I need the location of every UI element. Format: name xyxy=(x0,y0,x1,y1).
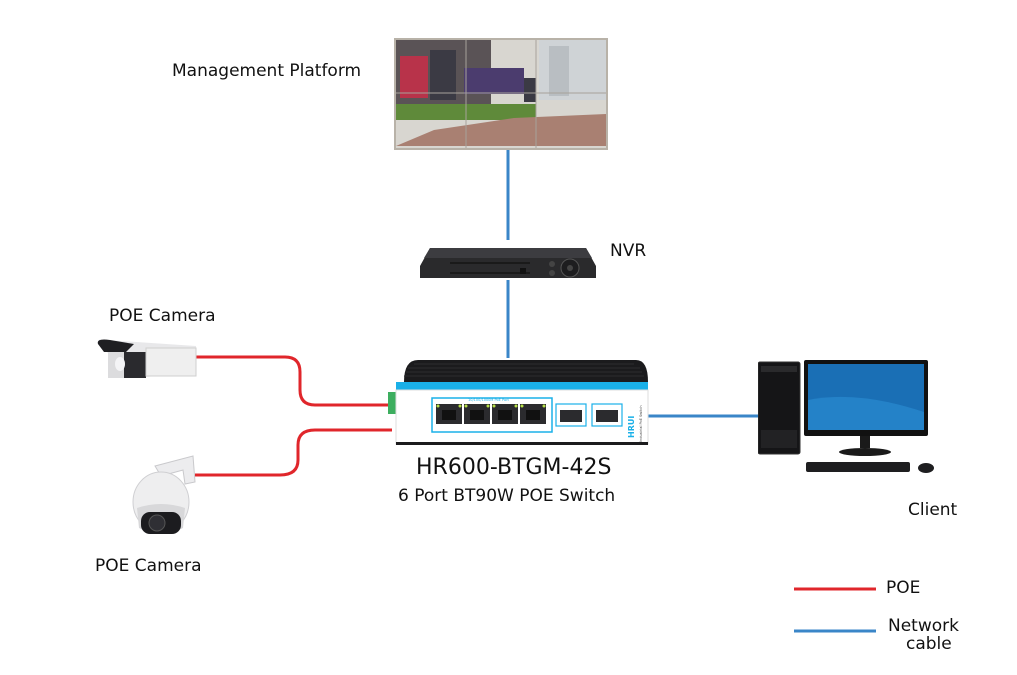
client-label: Client xyxy=(908,500,958,520)
legend-lines xyxy=(794,587,876,633)
legend-network-label-line1: Network xyxy=(888,616,959,636)
management-platform-label: Management Platform xyxy=(172,61,362,81)
dome-camera-label: POE Camera xyxy=(95,556,202,576)
switch-model-label: HR600-BTGM-42S xyxy=(416,455,612,480)
switch-description-label: 6 Port BT90W POE Switch xyxy=(398,486,616,506)
mouse-icon xyxy=(918,463,934,473)
nvr-label: NVR xyxy=(610,241,647,261)
legend-poe-label: POE xyxy=(886,578,921,598)
video-wall-icon xyxy=(394,38,608,150)
bullet-camera-label: POE Camera xyxy=(109,306,216,326)
switch-side-text: Industrial PoE Switch xyxy=(639,405,643,442)
dome-camera-icon xyxy=(132,455,196,534)
nvr-device-icon xyxy=(420,248,596,278)
poe-switch-icon: HRUI Industrial PoE Switch 10/100/1000M … xyxy=(388,360,649,445)
sfp-ports xyxy=(555,403,623,427)
switch-panel-text: 10/100/1000M PoE Port xyxy=(468,398,510,402)
client-pc-icon xyxy=(758,360,934,473)
switch-brand: HRUI xyxy=(627,416,636,438)
legend-network-label-line2: cable xyxy=(906,634,952,654)
poe-cable-dome-camera xyxy=(195,428,392,477)
bullet-camera-icon xyxy=(97,339,197,378)
rj45-ports xyxy=(436,404,546,424)
keyboard-icon xyxy=(806,462,910,472)
poe-cable-bullet-camera xyxy=(195,355,388,407)
